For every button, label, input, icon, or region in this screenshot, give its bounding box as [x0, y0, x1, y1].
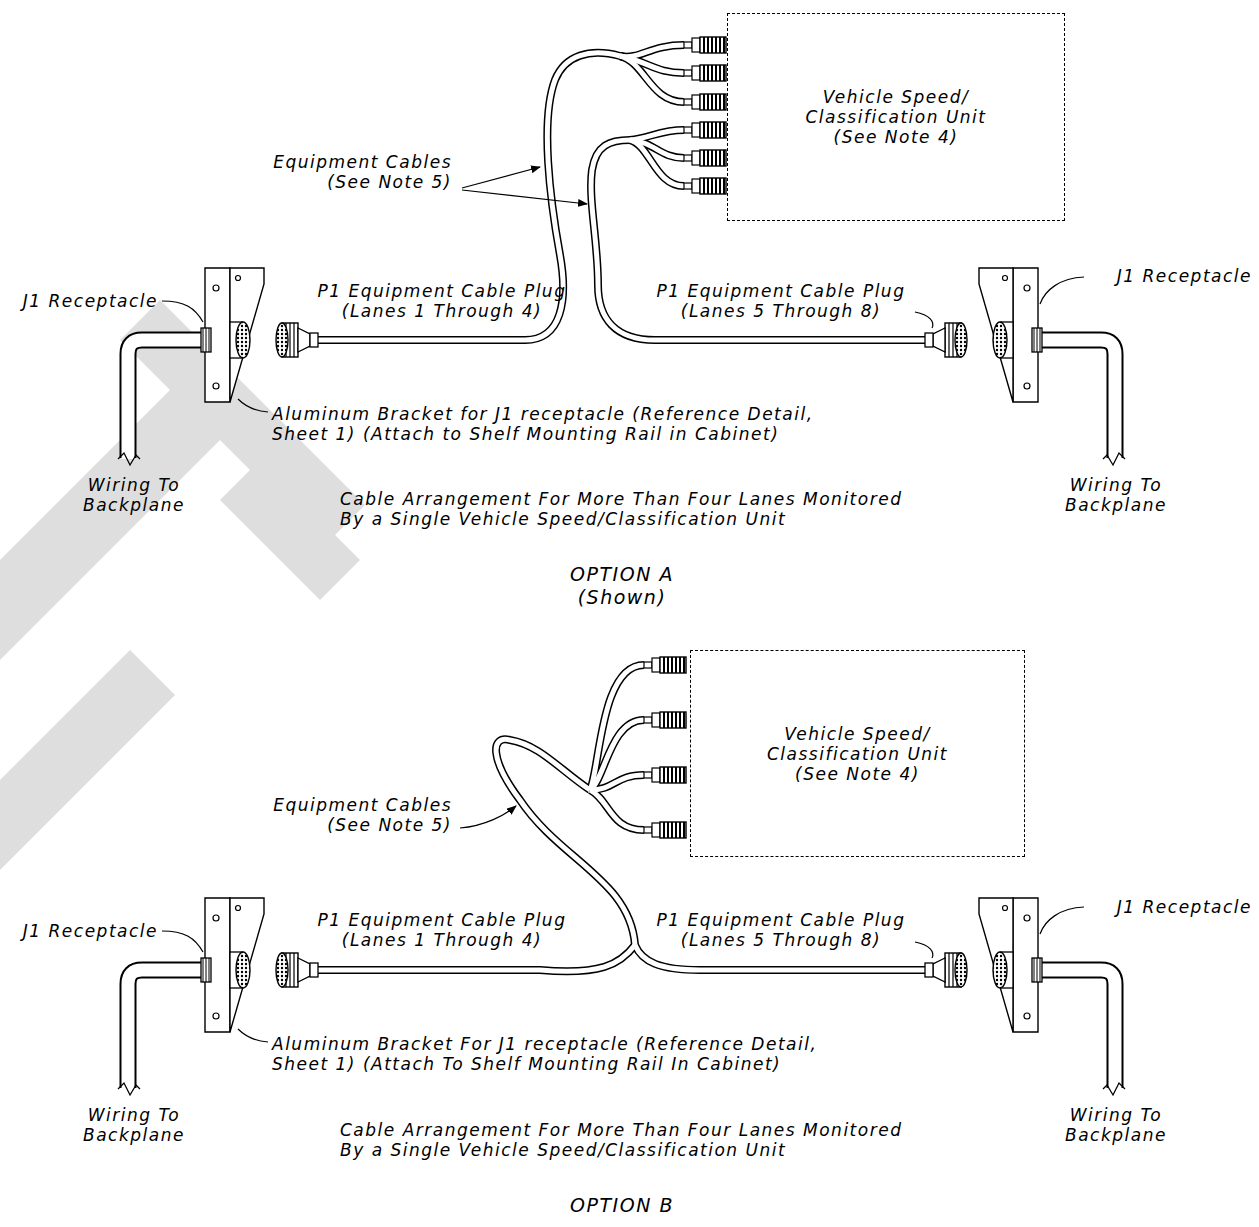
text-line: Wiring To [83, 1105, 185, 1125]
callout-label: Aluminum Bracket for J1 receptacle (Refe… [272, 404, 814, 444]
text-line: Equipment Cables [273, 152, 452, 172]
callout-label: J1 Receptacle [1117, 266, 1252, 286]
option-heading: OPTION A (Shown) [570, 563, 674, 609]
text-line: Backplane [83, 495, 185, 515]
text-line: OPTION A [570, 563, 674, 586]
text-line: Wiring To [1065, 475, 1167, 495]
text-line: (Lanes 5 Through 8) [657, 301, 906, 321]
text-line: J1 Receptacle [1117, 266, 1252, 286]
callout-label: Cable Arrangement For More Than Four Lan… [340, 489, 902, 529]
text-line: J1 Receptacle [1117, 897, 1252, 917]
callout-label: P1 Equipment Cable Plug (Lanes 5 Through… [657, 910, 906, 950]
text-line: Classification Unit [767, 744, 948, 764]
callout-label: P1 Equipment Cable Plug (Lanes 1 Through… [318, 910, 567, 950]
text-line: Aluminum Bracket For J1 receptacle (Refe… [272, 1034, 817, 1054]
callout-label: Wiring To Backplane [83, 475, 185, 515]
text-line: (Shown) [570, 586, 674, 609]
text-line: Sheet 1) (Attach to Shelf Mounting Rail … [272, 424, 814, 444]
text-line: P1 Equipment Cable Plug [318, 910, 567, 930]
text-line: J1 Receptacle [23, 921, 158, 941]
text-line: By a Single Vehicle Speed/Classification… [340, 1140, 902, 1160]
callout-label: Wiring To Backplane [83, 1105, 185, 1145]
text-line: Backplane [83, 1125, 185, 1145]
callout-label: J1 Receptacle [23, 921, 158, 941]
text-line: (Lanes 1 Through 4) [318, 930, 567, 950]
text-line: Backplane [1065, 495, 1167, 515]
text-line: Classification Unit [806, 107, 987, 127]
callout-label: Equipment Cables (See Note 5) [273, 795, 452, 835]
unit-label: Vehicle Speed/ Classification Unit (See … [806, 87, 987, 147]
unit-box: Vehicle Speed/ Classification Unit (See … [727, 13, 1065, 221]
option-heading: OPTION B [570, 1194, 674, 1217]
callout-label: J1 Receptacle [1117, 897, 1252, 917]
text-line: (Lanes 5 Through 8) [657, 930, 906, 950]
callout-label: P1 Equipment Cable Plug (Lanes 5 Through… [657, 281, 906, 321]
callout-label: P1 Equipment Cable Plug (Lanes 1 Through… [318, 281, 567, 321]
callout-label: Wiring To Backplane [1065, 475, 1167, 515]
callout-label: Wiring To Backplane [1065, 1105, 1167, 1145]
text-line: (See Note 4) [767, 764, 948, 784]
text-line: Cable Arrangement For More Than Four Lan… [340, 1120, 902, 1140]
text-line: Cable Arrangement For More Than Four Lan… [340, 489, 902, 509]
text-line: Vehicle Speed/ [767, 724, 948, 744]
text-line: P1 Equipment Cable Plug [657, 910, 906, 930]
text-line: Wiring To [1065, 1105, 1167, 1125]
text-line: P1 Equipment Cable Plug [657, 281, 906, 301]
text-line: Aluminum Bracket for J1 receptacle (Refe… [272, 404, 814, 424]
unit-label: Vehicle Speed/ Classification Unit (See … [767, 724, 948, 784]
text-line: Equipment Cables [273, 795, 452, 815]
unit-box: Vehicle Speed/ Classification Unit (See … [690, 650, 1025, 857]
text-line: (See Note 4) [806, 127, 987, 147]
text-line: (See Note 5) [273, 815, 452, 835]
callout-label: Equipment Cables (See Note 5) [273, 152, 452, 192]
text-line: Sheet 1) (Attach To Shelf Mounting Rail … [272, 1054, 817, 1074]
text-line: (Lanes 1 Through 4) [318, 301, 567, 321]
text-line: Wiring To [83, 475, 185, 495]
callout-label: Aluminum Bracket For J1 receptacle (Refe… [272, 1034, 817, 1074]
callout-label: Cable Arrangement For More Than Four Lan… [340, 1120, 902, 1160]
text-line: J1 Receptacle [23, 291, 158, 311]
text-line: (See Note 5) [273, 172, 452, 192]
text-line: P1 Equipment Cable Plug [318, 281, 567, 301]
text-line: Backplane [1065, 1125, 1167, 1145]
text-line: Vehicle Speed/ [806, 87, 987, 107]
text-line: By a Single Vehicle Speed/Classification… [340, 509, 902, 529]
text-line: OPTION B [570, 1194, 674, 1217]
callout-label: J1 Receptacle [23, 291, 158, 311]
